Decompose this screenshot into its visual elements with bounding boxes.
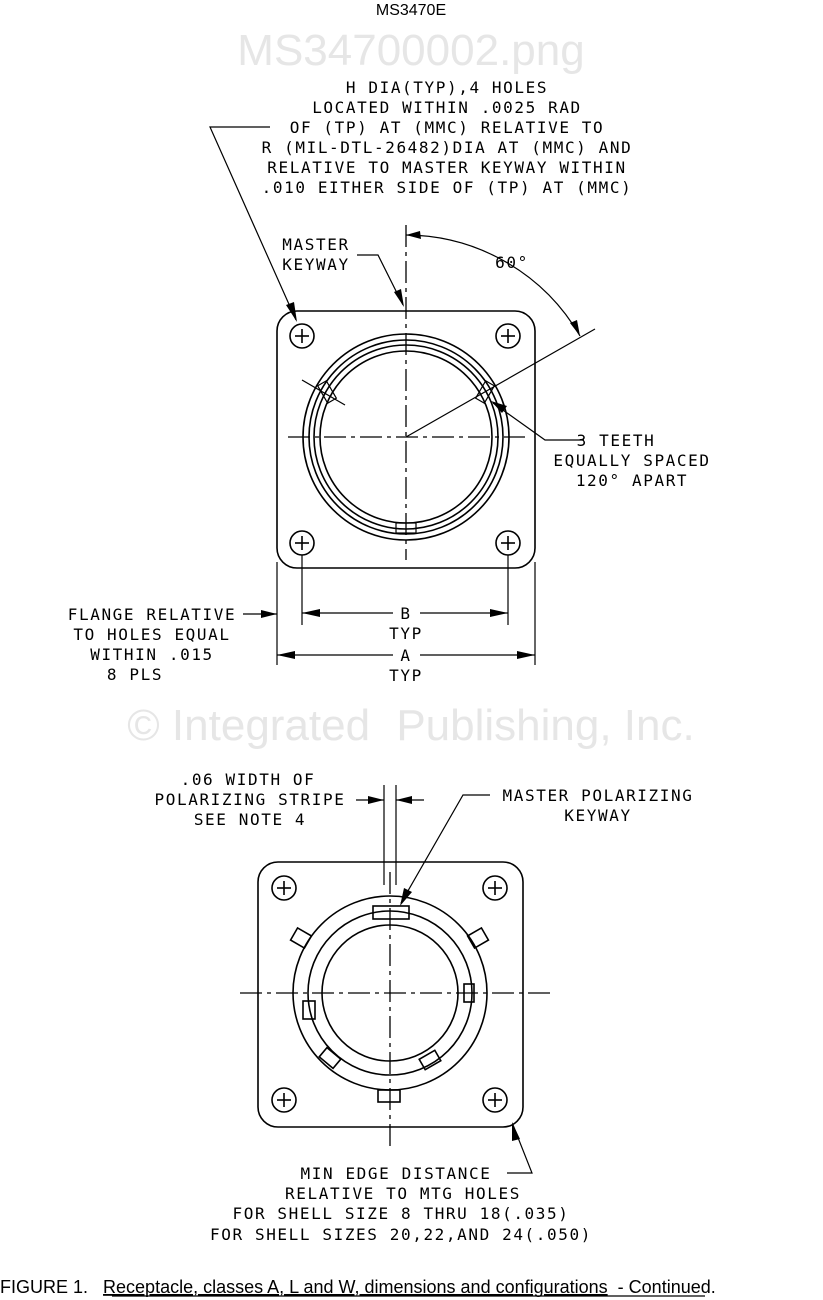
master-key bbox=[372, 905, 410, 920]
bottom-tab bbox=[377, 1089, 401, 1103]
svg-text:.010 EITHER SIDE OF (TP) AT (M: .010 EITHER SIDE OF (TP) AT (MMC) bbox=[262, 178, 633, 197]
teeth-note: 3 TEETH EQUALLY SPACED 120° APART bbox=[553, 431, 710, 490]
dim-b-typ: TYP bbox=[389, 624, 423, 643]
master-keyway-label: MASTER KEYWAY bbox=[282, 235, 349, 274]
svg-text:.06 WIDTH OF: .06 WIDTH OF bbox=[181, 770, 316, 789]
svg-text:H DIA(TYP),4 HOLES: H DIA(TYP),4 HOLES bbox=[346, 78, 548, 97]
mounting-hole bbox=[289, 323, 315, 349]
svg-text:EQUALLY SPACED: EQUALLY SPACED bbox=[553, 451, 710, 470]
stripe-note: .06 WIDTH OF POLARIZING STRIPE SEE NOTE … bbox=[155, 770, 346, 829]
caption-suffix: - Continued. bbox=[613, 1277, 716, 1297]
dim-a-typ: TYP bbox=[389, 666, 423, 685]
bottom-view-receptacle: .06 WIDTH OF POLARIZING STRIPE SEE NOTE … bbox=[155, 770, 694, 1244]
svg-text:POLARIZING STRIPE: POLARIZING STRIPE bbox=[155, 790, 346, 809]
keyway-note: MASTER POLARIZING KEYWAY bbox=[503, 786, 694, 825]
svg-text:OF (TP) AT (MMC) RELATIVE TO: OF (TP) AT (MMC) RELATIVE TO bbox=[290, 118, 605, 137]
watermark: © Integrated Publishing, Inc. MS34700002… bbox=[127, 26, 694, 750]
svg-text:FIGURE 1. Receptacle, cl: FIGURE 1. Receptacle, classes A, L and W… bbox=[0, 1277, 716, 1297]
dim-a-label: A bbox=[400, 646, 411, 665]
flange-note: FLANGE RELATIVE TO HOLES EQUAL WITHIN .0… bbox=[68, 605, 237, 684]
svg-text:RELATIVE TO MASTER KEYWAY WITH: RELATIVE TO MASTER KEYWAY WITHIN bbox=[267, 158, 626, 177]
mounting-hole bbox=[495, 530, 521, 556]
svg-text:LOCATED WITHIN .0025 RAD: LOCATED WITHIN .0025 RAD bbox=[312, 98, 582, 117]
svg-text:KEYWAY: KEYWAY bbox=[282, 255, 349, 274]
mounting-hole bbox=[289, 530, 315, 556]
angle-line bbox=[405, 328, 596, 438]
svg-text:8 PLS: 8 PLS bbox=[107, 665, 163, 684]
watermark-line-2: Publishing, Inc. bbox=[396, 701, 694, 750]
svg-text:R (MIL-DTL-26482)DIA AT (MMC): R (MIL-DTL-26482)DIA AT (MMC) AND bbox=[262, 138, 633, 157]
svg-text:FLANGE RELATIVE: FLANGE RELATIVE bbox=[68, 605, 237, 624]
watermark-line-3: MS34700002.png bbox=[237, 26, 584, 75]
svg-text:FOR SHELL SIZES 20,22,AND 24(.: FOR SHELL SIZES 20,22,AND 24(.050) bbox=[210, 1225, 592, 1244]
svg-text:MASTER: MASTER bbox=[282, 235, 349, 254]
hole-note: H DIA(TYP),4 HOLES LOCATED WITHIN .0025 … bbox=[262, 78, 633, 197]
svg-text:120° APART: 120° APART bbox=[576, 471, 688, 490]
tooth bbox=[316, 380, 338, 404]
mounting-hole bbox=[495, 323, 521, 349]
watermark-line-1: © Integrated bbox=[127, 701, 370, 750]
caption-label: FIGURE 1. bbox=[0, 1277, 88, 1297]
svg-text:3 TEETH: 3 TEETH bbox=[577, 431, 656, 450]
svg-text:MASTER POLARIZING: MASTER POLARIZING bbox=[503, 786, 694, 805]
svg-text:TO HOLES EQUAL: TO HOLES EQUAL bbox=[73, 625, 230, 644]
svg-text:KEYWAY: KEYWAY bbox=[564, 806, 631, 825]
edge-note: MIN EDGE DISTANCE RELATIVE TO MTG HOLES … bbox=[210, 1164, 592, 1244]
svg-text:MIN EDGE DISTANCE: MIN EDGE DISTANCE bbox=[301, 1164, 492, 1183]
svg-text:WITHIN .015: WITHIN .015 bbox=[90, 645, 214, 664]
figure-caption: FIGURE 1. Receptacle, classes A, L and W… bbox=[0, 1277, 716, 1297]
tooth bbox=[474, 380, 496, 404]
svg-text:SEE NOTE 4: SEE NOTE 4 bbox=[194, 810, 306, 829]
svg-text:RELATIVE TO MTG HOLES: RELATIVE TO MTG HOLES bbox=[285, 1184, 521, 1203]
caption-title: Receptacle, classes A, L and W, dimensio… bbox=[103, 1277, 608, 1297]
angle-label: 60° bbox=[495, 253, 529, 272]
top-view-receptacle: 60° H DIA(TYP),4 HOLES LOCATED WITHIN .0… bbox=[68, 78, 710, 685]
hole-leader bbox=[209, 126, 297, 321]
document-id: MS3470E bbox=[376, 2, 446, 19]
svg-text:FOR SHELL SIZE 8 THRU 18(.035): FOR SHELL SIZE 8 THRU 18(.035) bbox=[233, 1204, 570, 1223]
angle-arc bbox=[405, 234, 581, 337]
dim-b-label: B bbox=[400, 604, 411, 623]
svg-text:© Integrated Publishing,: © Integrated Publishing, Inc. bbox=[127, 701, 694, 750]
